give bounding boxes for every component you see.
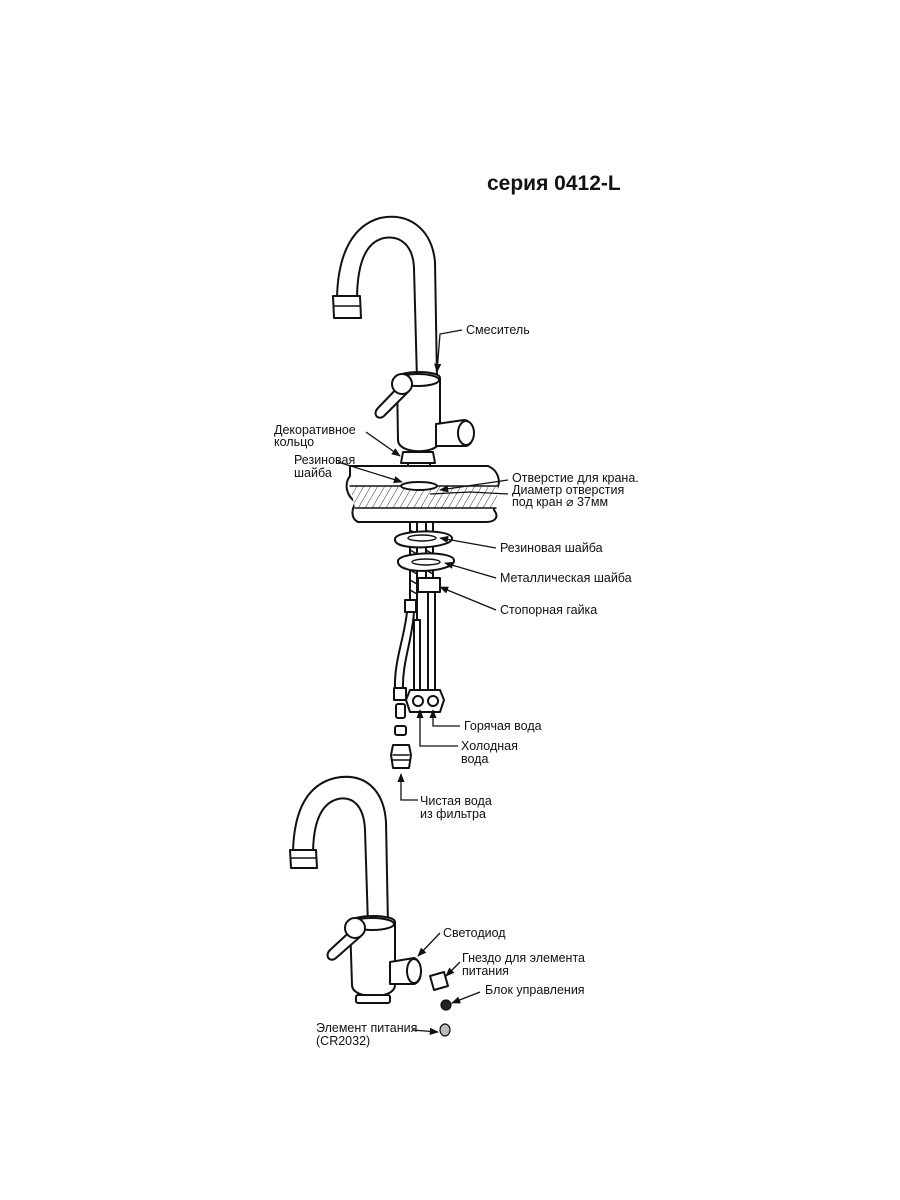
label-battery-socket-line1: Гнездо для элемента: [462, 951, 585, 965]
filter-hose: [404, 599, 417, 613]
clean-water-fitting: [390, 744, 412, 769]
label-rubber-washer: Резиновая шайба: [500, 541, 603, 555]
label-cold-water-line1: Холодная: [461, 739, 518, 753]
label-metal-washer: Металлическая шайба: [500, 571, 632, 585]
label-battery-line2: (CR2032): [316, 1034, 370, 1048]
label-hole-line3: под кран ⌀ 37мм: [512, 495, 608, 509]
label-clean-water-line2: из фильтра: [420, 807, 486, 821]
leader-lines: [337, 329, 509, 1036]
faucet-spout: [336, 215, 438, 381]
label-hole-line2: Диаметр отверстия: [512, 483, 624, 497]
battery-cr2032: [439, 1023, 451, 1037]
label-hole-line1: Отверстие для крана.: [512, 471, 639, 485]
label-rubber-washer-top-line2: шайба: [294, 466, 332, 480]
control-unit: [440, 999, 452, 1011]
decorative-ring: [400, 451, 436, 464]
label-cold-water-line2: вода: [461, 752, 488, 766]
label-mixer: Смеситель: [466, 323, 530, 337]
label-control-unit: Блок управления: [485, 983, 585, 997]
callout-labels: Смеситель Декоративное кольцо Резиновая …: [274, 323, 639, 1048]
battery-socket: [429, 971, 449, 991]
lock-nut: [417, 577, 441, 593]
label-hot-water: Горячая вода: [464, 719, 542, 733]
main-faucet: [332, 215, 475, 491]
second-faucet: [289, 775, 452, 1037]
label-led: Светодиод: [443, 926, 506, 940]
spout-aerator: [332, 295, 362, 319]
label-decor-ring-line2: кольцо: [274, 435, 314, 449]
under-counter-assembly: [390, 521, 455, 769]
label-rubber-washer-top-line1: Резиновая: [294, 453, 355, 467]
label-clean-water-line1: Чистая вода: [420, 794, 492, 808]
label-decor-ring-line1: Декоративное: [274, 423, 356, 437]
countertop: [345, 465, 500, 523]
label-battery-line1: Элемент питания: [316, 1021, 417, 1035]
diagram-title: серия 0412-L: [487, 172, 621, 195]
label-battery-socket-line2: питания: [462, 964, 509, 978]
label-lock-nut: Стопорная гайка: [500, 603, 597, 617]
